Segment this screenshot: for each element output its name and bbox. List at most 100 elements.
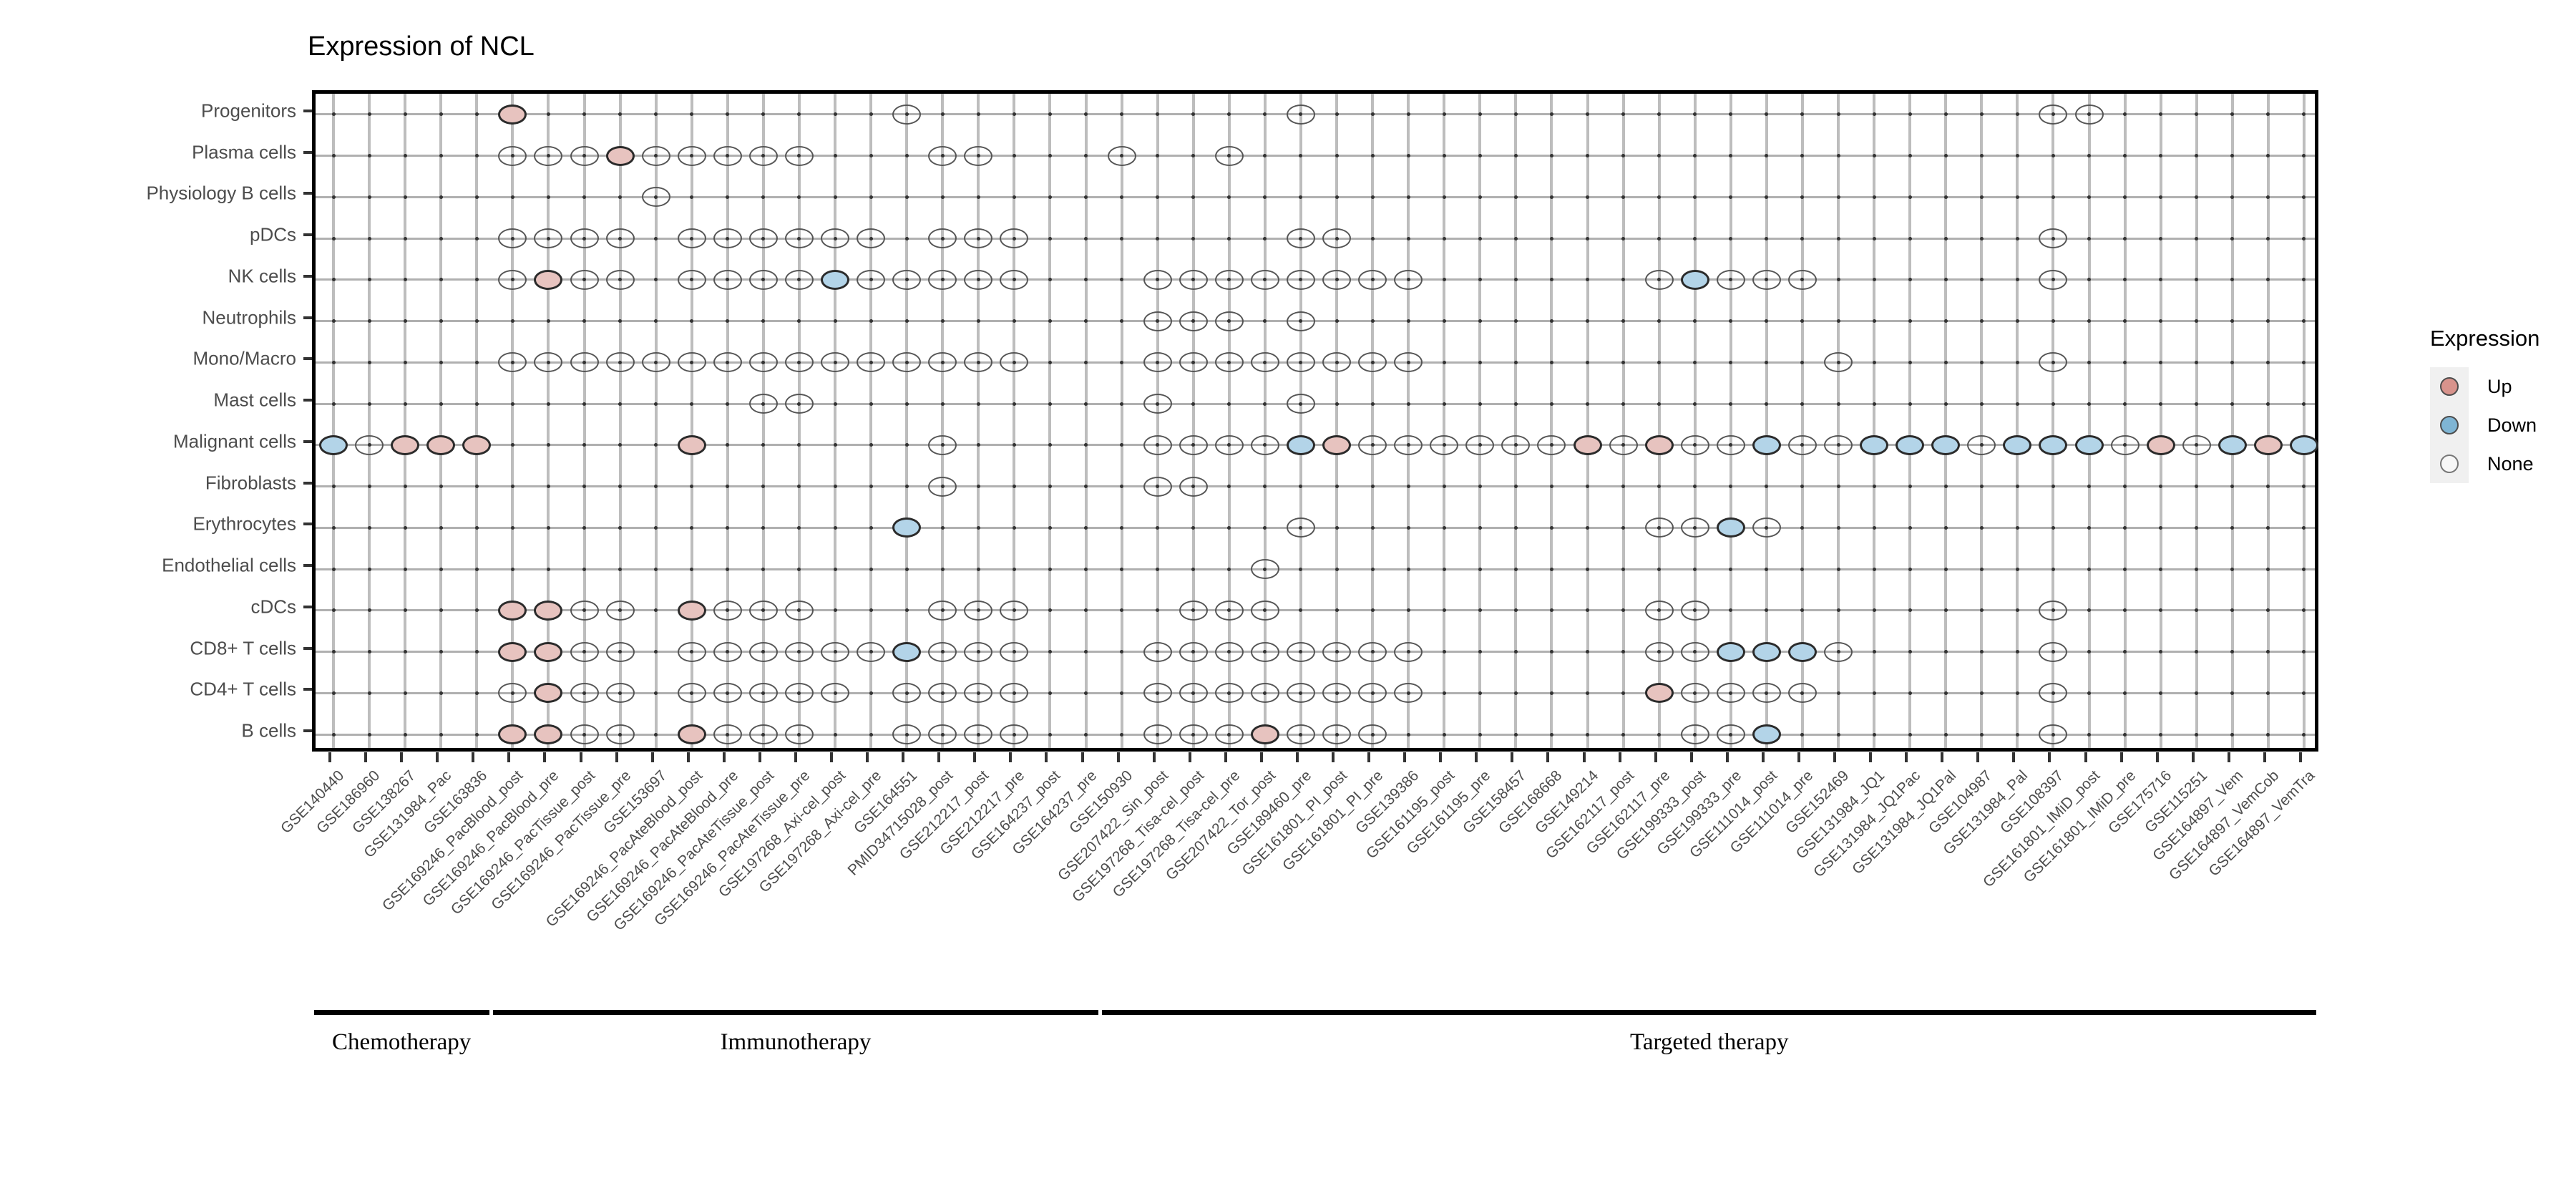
x-axis-tick bbox=[2263, 752, 2266, 762]
expression-dot bbox=[677, 145, 706, 166]
grid-intersection-dot bbox=[1979, 485, 1984, 489]
grid-line-vertical bbox=[1299, 94, 1302, 748]
expression-dot bbox=[1179, 269, 1208, 290]
expression-dot bbox=[1394, 641, 1423, 662]
expression-dot bbox=[2039, 600, 2068, 621]
grid-intersection-dot bbox=[1084, 691, 1088, 695]
grid-intersection-dot bbox=[976, 112, 980, 117]
expression-dot bbox=[2039, 683, 2068, 704]
grid-intersection-dot bbox=[654, 608, 658, 613]
expression-dot bbox=[964, 724, 993, 745]
grid-line-vertical bbox=[1013, 94, 1016, 748]
grid-intersection-dot bbox=[331, 402, 336, 406]
grid-intersection-dot bbox=[2087, 402, 2092, 406]
grid-intersection-dot bbox=[976, 319, 980, 324]
grid-line-vertical bbox=[1191, 94, 1195, 748]
grid-intersection-dot bbox=[976, 402, 980, 406]
expression-dot bbox=[1000, 228, 1029, 249]
grid-intersection-dot bbox=[976, 567, 980, 571]
grid-intersection-dot bbox=[439, 525, 443, 530]
grid-intersection-dot bbox=[1979, 360, 1984, 364]
grid-intersection-dot bbox=[2230, 402, 2235, 406]
grid-intersection-dot bbox=[1335, 567, 1339, 571]
grid-intersection-dot bbox=[761, 443, 766, 447]
grid-intersection-dot bbox=[1263, 195, 1267, 199]
legend-item[interactable]: Up bbox=[2430, 367, 2540, 406]
grid-intersection-dot bbox=[331, 278, 336, 282]
expression-dot bbox=[319, 434, 348, 455]
grid-intersection-dot bbox=[1549, 567, 1553, 571]
expression-dot bbox=[1286, 641, 1315, 662]
therapy-group-label: Targeted therapy bbox=[1630, 1029, 1789, 1055]
grid-intersection-dot bbox=[1120, 402, 1124, 406]
grid-intersection-dot bbox=[797, 112, 801, 117]
grid-intersection-dot bbox=[1765, 112, 1769, 117]
grid-intersection-dot bbox=[2051, 154, 2055, 158]
grid-intersection-dot bbox=[1442, 154, 1446, 158]
legend-item[interactable]: None bbox=[2430, 444, 2540, 483]
grid-intersection-dot bbox=[331, 608, 336, 613]
grid-intersection-dot bbox=[439, 154, 443, 158]
grid-intersection-dot bbox=[1513, 112, 1518, 117]
expression-dot bbox=[748, 641, 778, 662]
grid-intersection-dot bbox=[2015, 236, 2019, 240]
grid-intersection-dot bbox=[2123, 567, 2127, 571]
grid-intersection-dot bbox=[1012, 195, 1016, 199]
grid-intersection-dot bbox=[2302, 485, 2306, 489]
grid-intersection-dot bbox=[510, 485, 514, 489]
grid-intersection-dot bbox=[1765, 402, 1769, 406]
grid-line-vertical bbox=[1120, 94, 1123, 748]
grid-line-horizontal bbox=[316, 195, 2315, 198]
grid-intersection-dot bbox=[1657, 154, 1662, 158]
grid-intersection-dot bbox=[2159, 732, 2163, 737]
grid-intersection-dot bbox=[2230, 278, 2235, 282]
grid-line-vertical bbox=[582, 94, 586, 748]
grid-line-vertical bbox=[1765, 94, 1768, 748]
grid-intersection-dot bbox=[331, 319, 336, 324]
legend-item[interactable]: Down bbox=[2430, 406, 2540, 444]
grid-intersection-dot bbox=[1227, 567, 1231, 571]
grid-intersection-dot bbox=[367, 732, 371, 737]
grid-intersection-dot bbox=[510, 319, 514, 324]
grid-intersection-dot bbox=[546, 319, 550, 324]
grid-intersection-dot bbox=[1406, 525, 1410, 530]
grid-line-vertical bbox=[1407, 94, 1410, 748]
grid-intersection-dot bbox=[403, 525, 407, 530]
grid-intersection-dot bbox=[1442, 567, 1446, 571]
grid-intersection-dot bbox=[654, 402, 658, 406]
expression-dot bbox=[1716, 683, 1745, 704]
expression-dot bbox=[534, 352, 563, 373]
grid-intersection-dot bbox=[1406, 236, 1410, 240]
expression-dot bbox=[1394, 683, 1423, 704]
grid-intersection-dot bbox=[1657, 567, 1662, 571]
grid-intersection-dot bbox=[439, 732, 443, 737]
grid-intersection-dot bbox=[690, 567, 694, 571]
expression-dot bbox=[1179, 311, 1208, 331]
grid-intersection-dot bbox=[1442, 608, 1446, 613]
expression-dot bbox=[1214, 269, 1244, 290]
grid-intersection-dot bbox=[833, 608, 837, 613]
grid-intersection-dot bbox=[2230, 650, 2235, 654]
grid-intersection-dot bbox=[403, 360, 407, 364]
grid-intersection-dot bbox=[2087, 608, 2092, 613]
grid-intersection-dot bbox=[2159, 236, 2163, 240]
grid-intersection-dot bbox=[1872, 732, 1876, 737]
grid-intersection-dot bbox=[797, 567, 801, 571]
expression-dot bbox=[1322, 434, 1352, 455]
x-axis-tick bbox=[937, 752, 941, 762]
grid-intersection-dot bbox=[331, 650, 336, 654]
expression-dot bbox=[2253, 434, 2283, 455]
grid-intersection-dot bbox=[403, 195, 407, 199]
grid-intersection-dot bbox=[726, 112, 730, 117]
grid-intersection-dot bbox=[1370, 402, 1375, 406]
expression-dot bbox=[713, 683, 742, 704]
grid-intersection-dot bbox=[2159, 154, 2163, 158]
grid-intersection-dot bbox=[2159, 608, 2163, 613]
expression-dot bbox=[928, 641, 957, 662]
expression-dot bbox=[1143, 641, 1172, 662]
grid-intersection-dot bbox=[1084, 732, 1088, 737]
grid-intersection-dot bbox=[2266, 691, 2270, 695]
grid-intersection-dot bbox=[1729, 236, 1733, 240]
grid-intersection-dot bbox=[2266, 485, 2270, 489]
expression-dot bbox=[1143, 434, 1172, 455]
